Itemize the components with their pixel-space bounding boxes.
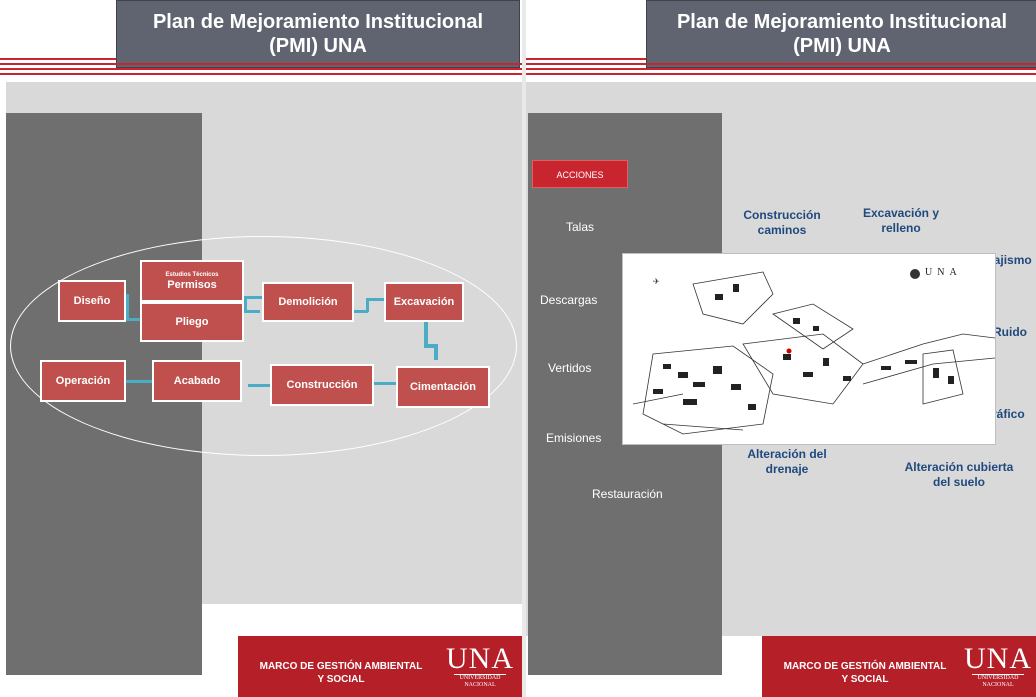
una-logo: UNA UNIVERSIDAD NACIONAL — [446, 644, 514, 689]
action-vertidos: Vertidos — [548, 361, 592, 375]
impact-line: drenaje — [765, 462, 809, 476]
connector-arrow — [126, 380, 152, 383]
impact-line: Construcción — [743, 208, 821, 222]
process-box-estudios-permisos: Estudios Técnicos Permisos — [140, 260, 244, 302]
footer-line-2: Y SOCIAL — [317, 674, 365, 685]
map-logo: UNA — [925, 267, 962, 278]
logo-mark: UNA — [964, 642, 1032, 675]
impact-line: relleno — [881, 221, 921, 235]
box-label: Excavación — [393, 296, 455, 308]
connector-arrow — [374, 382, 398, 385]
box-label: Pliego — [175, 316, 209, 328]
process-box-acabado: Acabado — [152, 360, 242, 402]
slide-right: Plan de Mejoramiento Institucional (PMI)… — [526, 0, 1036, 697]
title-rule — [526, 63, 1036, 65]
logo-subtitle-2: NACIONAL — [464, 682, 496, 688]
box-label: Operación — [55, 375, 111, 387]
action-emisiones: Emisiones — [546, 431, 602, 445]
svg-text:✈: ✈ — [653, 277, 660, 286]
connector-arrow — [366, 298, 384, 301]
logo-subtitle-1: UNIVERSIDAD — [454, 674, 506, 682]
slide-title: Plan de Mejoramiento Institucional (PMI)… — [116, 0, 520, 68]
footer-banner: MARCO DE GESTIÓN AMBIENTAL Y SOCIAL UNA … — [762, 636, 1036, 697]
connector-arrow — [366, 298, 369, 312]
connector-arrow — [434, 344, 438, 360]
action-descargas: Descargas — [540, 293, 598, 307]
title-rule — [526, 73, 1036, 75]
impact-line: Alteración cubierta — [904, 460, 1014, 474]
slide-left: Plan de Mejoramiento Institucional (PMI)… — [0, 0, 522, 697]
connector-arrow — [244, 296, 264, 299]
connector-arrow — [242, 310, 260, 313]
title-rule — [526, 58, 646, 60]
footer-line-1: MARCO DE GESTIÓN AMBIENTAL — [259, 661, 423, 672]
connector-arrow — [424, 344, 438, 348]
impact-ruido: Ruido — [993, 325, 1027, 339]
impact-alteracion-drenaje: Alteración del drenaje — [732, 447, 842, 477]
process-box-construccion: Construcción — [270, 364, 374, 406]
impact-line: del suelo — [932, 475, 985, 489]
process-box-operacion: Operación — [40, 360, 126, 402]
slide-title: Plan de Mejoramiento Institucional (PMI)… — [646, 0, 1036, 68]
title-rule — [0, 73, 522, 75]
title-rule — [0, 68, 522, 70]
process-box-pliego: Pliego — [140, 302, 244, 342]
title-rule — [0, 58, 116, 60]
campus-map: ✈ UNA — [622, 253, 996, 445]
impact-construccion-caminos: Construcción caminos — [732, 208, 832, 238]
footer-banner: MARCO DE GESTIÓN AMBIENTAL Y SOCIAL UNA … — [238, 636, 522, 697]
connector-arrow — [126, 294, 129, 320]
title-line-2: (PMI) UNA — [793, 35, 891, 57]
process-box-cimentacion: Cimentación — [396, 366, 490, 408]
una-logo: UNA UNIVERSIDAD NACIONAL — [964, 644, 1032, 689]
title-rule — [0, 63, 522, 65]
connector-arrow — [424, 322, 428, 346]
box-label: Construcción — [286, 379, 358, 391]
footer-line-1: MARCO DE GESTIÓN AMBIENTAL — [783, 661, 947, 672]
process-box-excavacion: Excavación — [384, 282, 464, 322]
title-line-2: (PMI) UNA — [269, 35, 367, 57]
box-label: Cimentación — [409, 381, 476, 393]
process-ellipse — [10, 236, 517, 456]
connector-arrow — [354, 310, 368, 313]
connector-arrow — [244, 296, 247, 312]
impact-line: Alteración del — [747, 447, 827, 461]
box-label: Acabado — [173, 375, 221, 387]
footer-text: MARCO DE GESTIÓN AMBIENTAL Y SOCIAL — [256, 660, 426, 686]
logo-subtitle-2: NACIONAL — [982, 682, 1014, 688]
box-sublabel: Estudios Técnicos — [165, 271, 219, 278]
impact-line: caminos — [757, 223, 807, 237]
process-box-demolicion: Demolición — [262, 282, 354, 322]
campus-map-drawing: ✈ — [632, 269, 995, 435]
title-line-1: Plan de Mejoramiento Institucional — [152, 11, 484, 33]
action-restauracion: Restauración — [592, 487, 663, 501]
impact-excavacion-relleno: Excavación y relleno — [856, 206, 946, 236]
impact-line: Excavación y — [862, 206, 940, 220]
process-box-diseno: Diseño — [58, 280, 126, 322]
slide-divider — [522, 0, 526, 697]
title-line-1: Plan de Mejoramiento Institucional — [676, 11, 1008, 33]
box-label: Diseño — [73, 295, 111, 307]
acciones-button[interactable]: ACCIONES — [532, 160, 628, 188]
logo-subtitle-1: UNIVERSIDAD — [972, 674, 1024, 682]
connector-arrow — [248, 384, 270, 387]
logo-mark: UNA — [446, 642, 514, 675]
box-label: Demolición — [278, 296, 338, 308]
footer-line-2: Y SOCIAL — [841, 674, 889, 685]
impact-alteracion-suelo: Alteración cubierta del suelo — [886, 460, 1032, 490]
title-rule — [526, 68, 1036, 70]
action-talas: Talas — [566, 220, 595, 234]
connector-arrow — [126, 318, 142, 321]
footer-text: MARCO DE GESTIÓN AMBIENTAL Y SOCIAL — [780, 660, 950, 686]
box-label: Permisos — [167, 278, 217, 291]
